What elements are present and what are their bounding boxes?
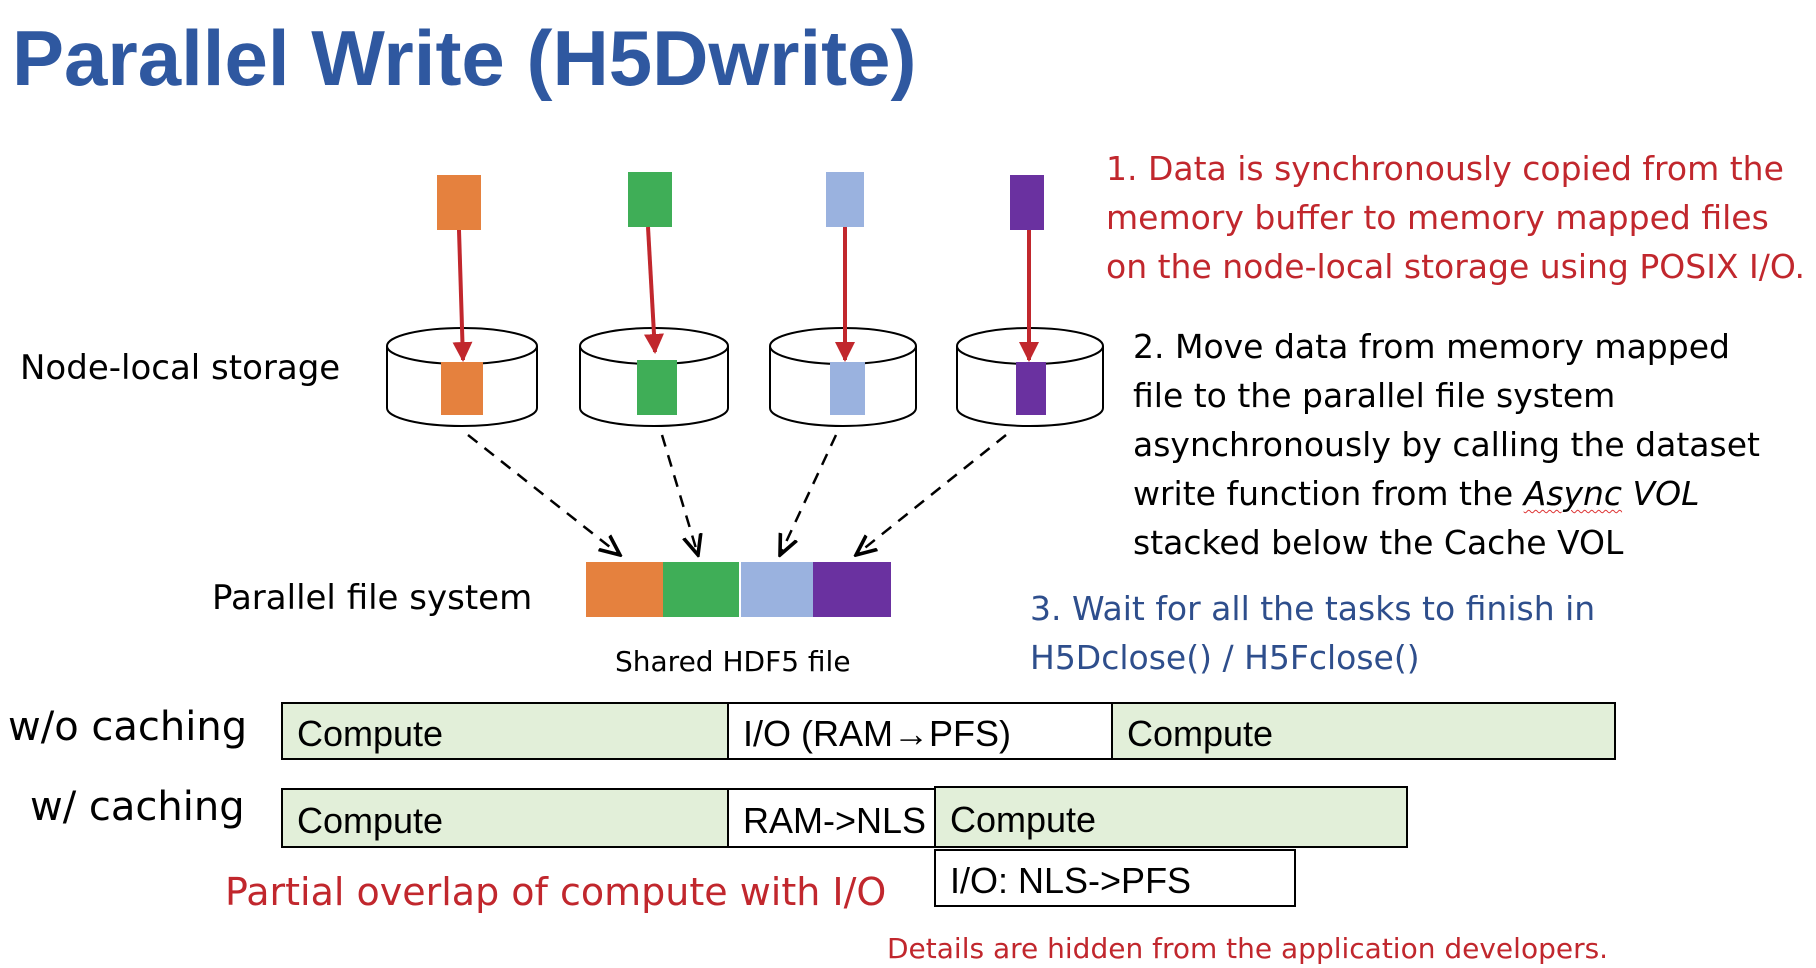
step-2-line: stacked below the Cache VOL xyxy=(1133,523,1624,562)
shared-block-green xyxy=(663,562,739,617)
step-2-line: file to the parallel file system xyxy=(1133,376,1616,415)
copy-arrow-2 xyxy=(644,226,664,354)
wo-caching-label: w/o caching xyxy=(8,704,248,750)
nls-data-green xyxy=(637,360,677,415)
async-arrow-1 xyxy=(467,434,620,555)
step-3-text: 3. Wait for all the tasks to finish in H… xyxy=(1030,584,1595,682)
buffer-orange xyxy=(437,175,481,230)
wo-compute-2: Compute xyxy=(1111,702,1616,760)
shared-block-orange xyxy=(586,562,663,617)
step-3-line: 3. Wait for all the tasks to finish in xyxy=(1030,589,1596,628)
async-arrow-2 xyxy=(660,434,698,555)
step-2-line: write function from the Async VOL xyxy=(1133,469,1760,518)
step-1-line: memory buffer to memory mapped files xyxy=(1106,198,1769,237)
nls-data-orange xyxy=(441,362,483,415)
nls-data-lightblue xyxy=(830,362,865,415)
copy-arrow-1 xyxy=(452,229,473,362)
wo-compute-1: Compute xyxy=(281,702,729,760)
vol-word: VOL xyxy=(1622,474,1700,513)
buffer-green xyxy=(628,172,672,227)
step-1-line: on the node-local storage using POSIX I/… xyxy=(1106,247,1805,286)
step-2-line: asynchronously by calling the dataset xyxy=(1133,425,1760,464)
step-1-line: 1. Data is synchronously copied from the xyxy=(1106,149,1784,188)
step-1-text: 1. Data is synchronously copied from the… xyxy=(1106,144,1805,291)
shared-block-lightblue xyxy=(741,562,813,617)
buffer-purple xyxy=(1010,175,1044,230)
step-2-line: 2. Move data from memory mapped xyxy=(1133,327,1730,366)
async-arrow-4 xyxy=(856,434,1007,555)
buffer-lightblue xyxy=(826,172,864,227)
page-title: Parallel Write (H5Dwrite) xyxy=(12,14,917,102)
shared-hdf5-file-label: Shared HDF5 file xyxy=(615,645,851,678)
async-word: Async xyxy=(1523,474,1623,513)
step-2-text: 2. Move data from memory mapped file to … xyxy=(1133,322,1760,567)
w-io-nls-pfs: I/O: NLS->PFS xyxy=(934,849,1296,907)
shared-block-purple xyxy=(813,562,891,617)
overlap-note: Partial overlap of compute with I/O xyxy=(225,870,887,914)
w-compute-1: Compute xyxy=(281,788,729,848)
parallel-file-system-label: Parallel file system xyxy=(212,578,533,618)
step-2-line4-pre: write function from the xyxy=(1133,474,1524,513)
step-3-line: H5Dclose() / H5Fclose() xyxy=(1030,638,1420,677)
async-arrow-3 xyxy=(780,434,838,555)
node-local-storage-label: Node-local storage xyxy=(20,348,341,388)
nls-data-purple xyxy=(1016,362,1046,415)
wo-io-ram-pfs: I/O (RAM→PFS) xyxy=(727,702,1113,760)
footer-note: Details are hidden from the application … xyxy=(887,932,1609,965)
w-caching-label: w/ caching xyxy=(30,784,245,830)
w-compute-2: Compute xyxy=(934,786,1408,848)
w-ram-nls: RAM->NLS xyxy=(727,788,937,848)
